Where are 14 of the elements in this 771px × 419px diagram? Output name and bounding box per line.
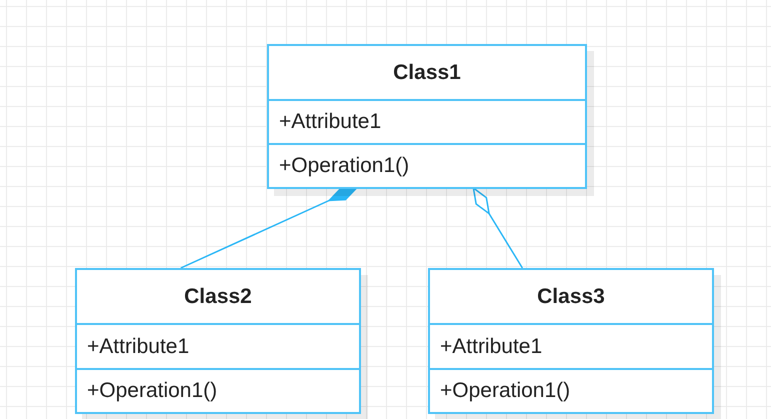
operation-text: +Operation1() (430, 368, 712, 412)
attribute-text: +Attribute1 (77, 323, 359, 368)
composition-line (180, 187, 358, 269)
attribute-text: +Attribute1 (430, 323, 712, 368)
class-box (267, 44, 587, 189)
operation-text: +Operation1() (269, 143, 585, 187)
operation-text: +Operation1() (77, 368, 359, 412)
attribute-text: +Attribute1 (269, 99, 585, 143)
class-box (428, 268, 714, 414)
class-name: Class2 (183, 284, 253, 310)
class-name: Class1 (392, 60, 462, 86)
class-name: Class3 (536, 284, 606, 310)
class-box (75, 268, 361, 414)
aggregation-line (472, 187, 524, 268)
